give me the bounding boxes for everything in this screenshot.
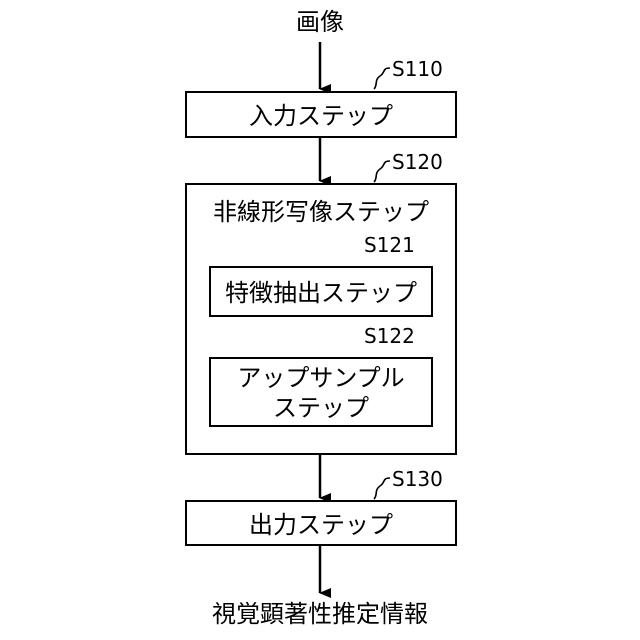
input-step-box: 入力ステップ — [185, 91, 457, 138]
feature-extraction-step-label: 特徴抽出ステップ — [211, 278, 431, 309]
nonlinear-mapping-step-label: 非線形写像ステップ — [187, 197, 455, 228]
leader-s120 — [374, 161, 390, 182]
output-step-box: 出力ステップ — [185, 500, 457, 546]
leader-s130 — [374, 478, 390, 499]
step-id-s130: S130 — [392, 469, 443, 489]
upsample-step-label-line1: アップサンプル — [211, 363, 431, 394]
feature-extraction-step-box: 特徴抽出ステップ — [209, 266, 433, 317]
output-label: 視覚顕著性推定情報 — [212, 602, 428, 626]
input-label: 画像 — [296, 10, 344, 34]
input-step-label: 入力ステップ — [187, 101, 455, 132]
upsample-step-box: アップサンプル ステップ — [209, 357, 433, 427]
leader-s110 — [374, 68, 390, 89]
step-id-s120: S120 — [392, 152, 443, 172]
step-id-s121: S121 — [364, 235, 415, 255]
step-id-s122: S122 — [364, 326, 415, 346]
step-id-s110: S110 — [392, 59, 443, 79]
upsample-step-label-line2: ステップ — [211, 393, 431, 424]
output-step-label: 出力ステップ — [187, 510, 455, 541]
